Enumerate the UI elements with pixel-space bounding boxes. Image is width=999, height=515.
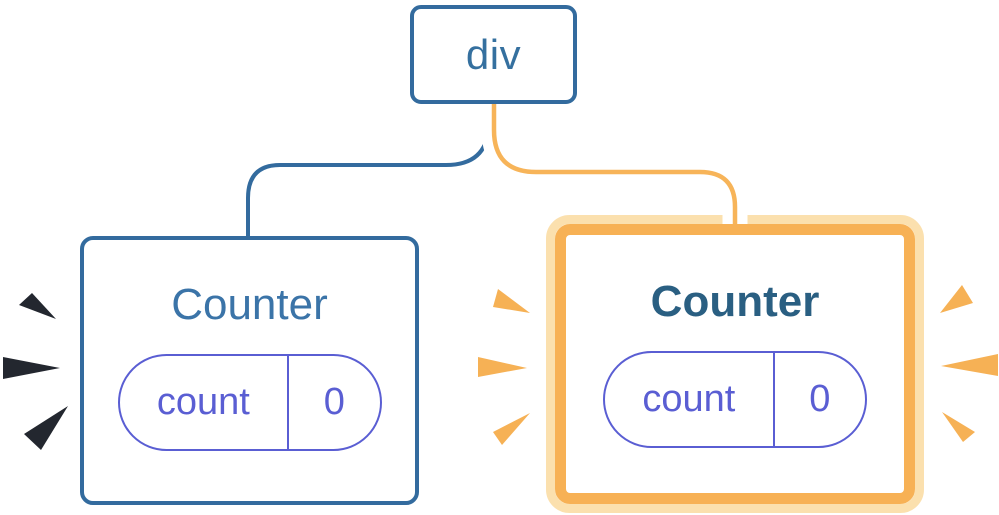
spark-wedge-icon [3,357,60,379]
counter-title: Counter [650,277,820,326]
edge-root-to-right-counter [491,102,738,236]
render-spark-icon-left [3,293,68,450]
spark-wedge-icon [940,285,973,313]
edge-highlight-casing [481,102,748,228]
state-key-label: count [120,356,290,449]
update-spark-icon-right [940,285,998,442]
root-div-node: div [410,5,577,104]
counter-card-left: Counter count 0 [80,236,419,505]
spark-wedge-icon [478,357,527,377]
spark-wedge-icon [493,413,530,445]
root-div-label: div [465,30,522,78]
update-spark-icon-middle [478,289,530,445]
state-value: 0 [809,378,831,420]
spark-wedge-icon [942,412,975,442]
counter-title: Counter [171,280,328,329]
state-key-label: count [605,353,775,446]
spark-wedge-icon [941,354,998,376]
state-value: 0 [323,381,345,423]
counter-card-right-highlighted: Counter count 0 [555,224,915,504]
spark-wedge-icon [493,289,530,313]
spark-wedge-icon [24,406,68,450]
state-pill: count 0 [603,351,867,448]
edge-root-to-left-counter [246,104,491,238]
state-pill: count 0 [117,354,382,451]
spark-wedge-icon [19,293,56,319]
